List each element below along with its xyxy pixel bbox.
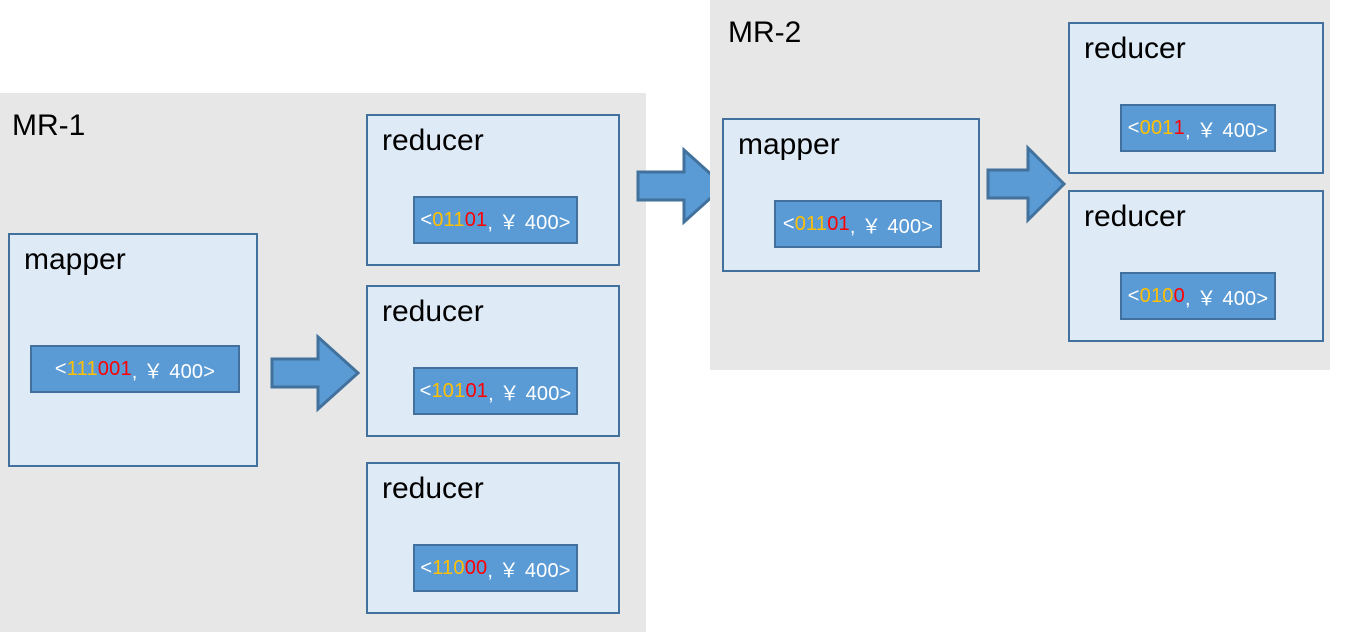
kv-prefix-bits: 011 [432,208,465,231]
arrow-mr1-to-mr2 [636,146,726,226]
mapper-card-title: mapper [738,128,840,161]
kv-open-bracket: < [420,556,433,579]
kv-open-bracket: < [1127,116,1140,139]
kv-value: , ￥ 400> [849,215,934,238]
kv-open-bracket: < [1127,284,1140,307]
arrow-mapper-to-reducers-mr2 [986,144,1066,224]
kv-open-bracket: < [420,208,433,231]
kv-prefix-bits: 101 [431,379,466,402]
kv-prefix-bits: 111 [66,357,98,380]
kv-value: , ￥ 400> [487,211,571,234]
kv-value: , ￥ 400> [488,382,572,405]
kv-suffix-bits: 1 [1173,116,1185,139]
kv-suffix-bits: 001 [97,357,132,380]
kv-prefix-bits: 010 [1139,284,1174,307]
stage-label-mr1: MR-1 [12,109,86,142]
kv-suffix-bits: 01 [464,208,488,231]
arrow-mapper-to-reducers-mr1 [270,333,360,413]
kv-prefix-bits: 001 [1139,116,1174,139]
stage-label-mr2: MR-2 [728,16,802,49]
kv-open-bracket: < [419,379,432,402]
kv-value: , ￥ 400> [1184,287,1269,310]
kv-suffix-bits: 01 [465,379,489,402]
reducer-card-title: reducer [382,295,484,328]
kv-prefix-bits: 011 [794,212,828,235]
reducer-card-title: reducer [1084,32,1186,65]
kv-open-bracket: < [54,357,67,380]
kv-value: , ￥ 400> [1184,119,1269,142]
reducer-card-title: reducer [1084,200,1186,233]
reducer-card-title: reducer [382,124,484,157]
kv-suffix-bits: 00 [464,556,488,579]
kv-suffix-bits: 01 [827,212,850,235]
reducer-card-title: reducer [382,472,484,505]
kv-value: , ￥ 400> [131,360,216,383]
kv-value: , ￥ 400> [487,559,571,582]
kv-prefix-bits: 110 [432,556,465,579]
kv-suffix-bits: 0 [1173,284,1185,307]
kv-open-bracket: < [782,212,795,235]
mapper-card-title: mapper [24,243,126,276]
